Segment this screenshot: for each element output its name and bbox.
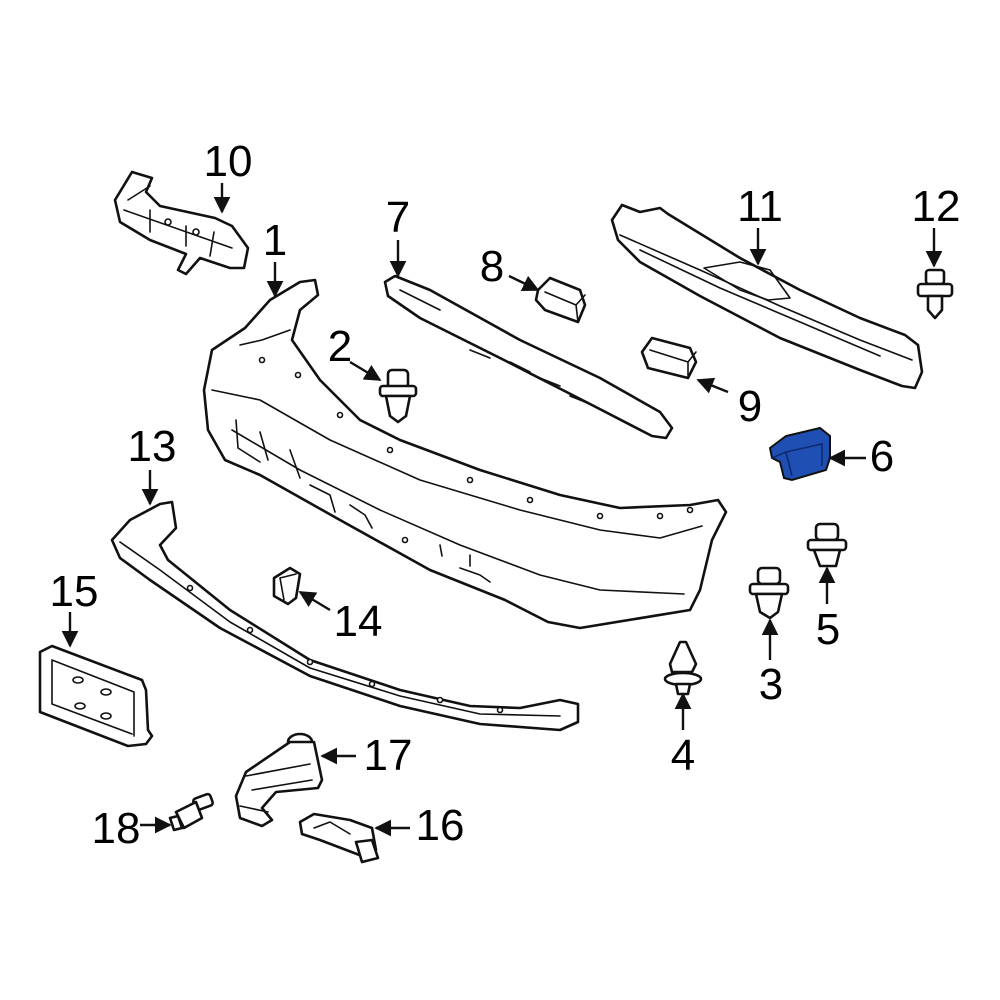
part-3-fastener[interactable] — [748, 566, 790, 620]
part-2-fastener[interactable] — [378, 368, 418, 424]
leader-arrow-2 — [349, 360, 382, 382]
highlighted-part-fill — [768, 426, 831, 482]
part-11-reinforcement[interactable] — [610, 203, 924, 390]
part-10-bracket[interactable] — [113, 170, 250, 276]
leader-arrow-14 — [298, 590, 331, 612]
callout-15: 15 — [50, 567, 99, 616]
part-15-license-bracket[interactable] — [38, 644, 154, 748]
callout-1: 1 — [263, 216, 287, 265]
part-4-push-clip[interactable] — [663, 640, 703, 696]
callout-labels: 10 1 7 8 11 12 2 9 6 13 14 5 3 4 15 17 1… — [50, 137, 961, 853]
part-14-clip[interactable] — [272, 566, 302, 606]
callout-4: 4 — [671, 731, 695, 780]
part-9-block[interactable] — [640, 336, 698, 380]
part-5-fastener[interactable] — [806, 522, 848, 568]
callout-10: 10 — [204, 137, 253, 186]
callout-12: 12 — [912, 182, 961, 231]
part-7-strip[interactable] — [383, 274, 674, 440]
callout-8: 8 — [480, 242, 504, 291]
part-13-lower-valance[interactable] — [110, 500, 580, 732]
callout-18: 18 — [92, 804, 141, 853]
callout-6: 6 — [870, 432, 894, 481]
callout-2: 2 — [328, 322, 352, 371]
callout-9: 9 — [738, 382, 762, 431]
callout-16: 16 — [416, 801, 465, 850]
leader-arrow-9 — [696, 377, 729, 394]
callout-14: 14 — [334, 597, 383, 646]
part-17-bracket[interactable] — [234, 732, 324, 828]
part-8-block[interactable] — [534, 276, 587, 324]
part-12-clip[interactable] — [916, 268, 954, 320]
part-18-bolt[interactable] — [168, 792, 214, 832]
part-1-bumper-cover[interactable] — [202, 278, 728, 630]
callout-13: 13 — [128, 422, 177, 471]
callout-3: 3 — [759, 660, 783, 709]
part-16-fastener[interactable] — [298, 812, 380, 864]
callout-17: 17 — [364, 731, 413, 780]
callout-5: 5 — [816, 605, 840, 654]
leader-arrow-8 — [508, 274, 540, 292]
leader-arrows — [61, 183, 943, 837]
callout-11: 11 — [737, 182, 783, 231]
part-6-bracket-highlighted[interactable] — [768, 426, 831, 482]
callout-7: 7 — [386, 193, 410, 242]
